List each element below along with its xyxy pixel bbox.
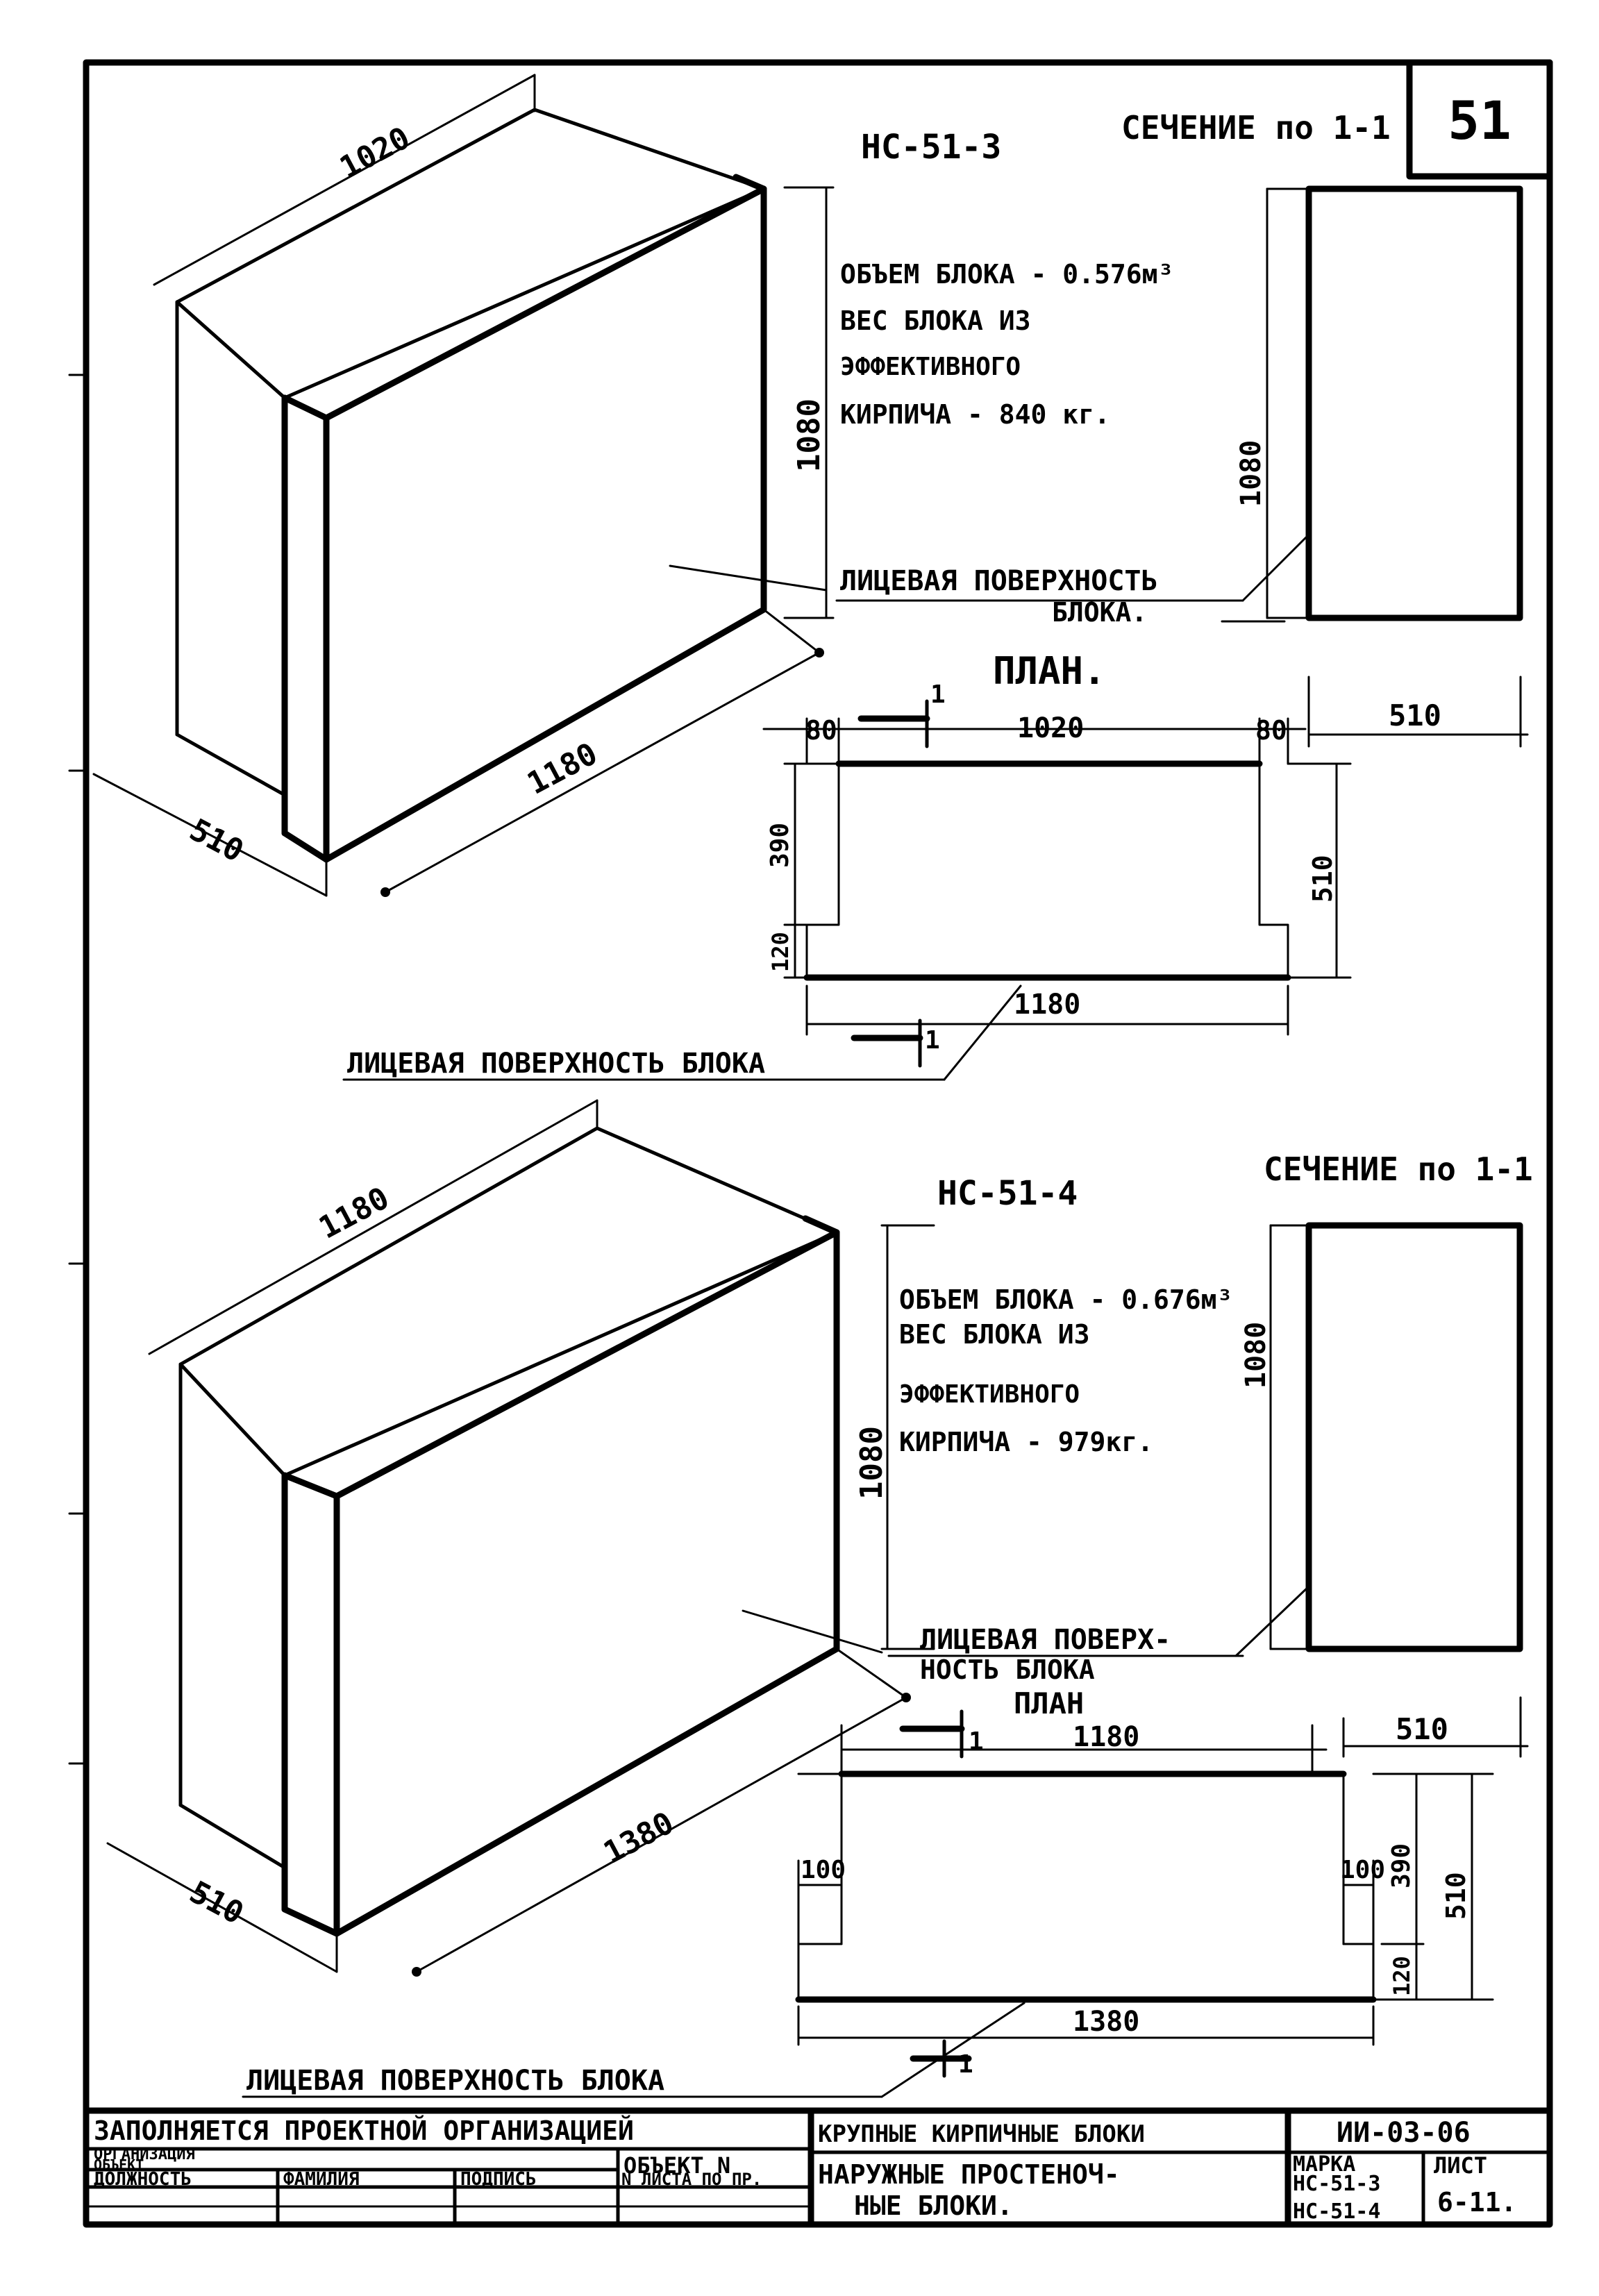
title-subtitle-1: НАРУЖНЫЕ ПРОСТЕНОЧ- (818, 2159, 1120, 2190)
block1-section-width: 510 (1389, 698, 1441, 732)
block1-facade-1: ЛИЦЕВАЯ ПОВЕРХНОСТЬ (840, 565, 1158, 597)
block2-weight-2: ЭФФЕКТИВНОГО (899, 1380, 1080, 1409)
title-mark-2: НС-51-4 (1293, 2199, 1380, 2224)
block2-section-height: 1080 (1240, 1322, 1272, 1389)
block2-section-title: СЕЧЕНИЕ по 1-1 (1264, 1150, 1533, 1188)
block2-weight-1: ВЕС БЛОКА ИЗ (899, 1319, 1090, 1350)
block1-plan-title: ПЛАН. (993, 649, 1106, 693)
block2-section-width: 510 (1396, 1712, 1448, 1746)
block1-plan-right: 80 (1255, 715, 1287, 746)
block1-iso-face: 1180 (521, 736, 603, 802)
title-subtitle-2: НЫЕ БЛОКИ. (854, 2190, 1013, 2221)
block2-isometric (106, 1099, 911, 1977)
block1-plan-back: 390 (766, 823, 794, 868)
block1-height-label: 1080 (792, 399, 827, 472)
block2-facade-1: ЛИЦЕВАЯ ПОВЕРХ- (920, 1624, 1171, 1656)
block2-plan-cut-top: 1 (969, 1727, 984, 1756)
block2-facade-leader (742, 1585, 1310, 1657)
title-main: КРУПНЫЕ КИРПИЧНЫЕ БЛОКИ (818, 2120, 1145, 2148)
block2-plan-total: 510 (1441, 1872, 1471, 1920)
block1-bottom-leader (342, 984, 1022, 1081)
block2-height-label: 1080 (854, 1426, 889, 1500)
block2-weight-3: КИРПИЧА - 979кг. (899, 1427, 1153, 1457)
title-object: ОБЪЕКТ (94, 2156, 144, 2173)
title-surname: ФАМИЛИЯ (283, 2169, 360, 2190)
block2-plan-right: 100 (1340, 1856, 1385, 1884)
block1-isometric (92, 74, 824, 897)
block2-plan (795, 1696, 1529, 2078)
title-block-grid (83, 2107, 1553, 2228)
block1-plan-front: 120 (767, 932, 794, 972)
block2-plan-top: 1180 (1073, 1721, 1139, 1753)
block1-section-height: 1080 (1235, 440, 1267, 507)
block1-plan (762, 676, 1529, 1068)
title-position: ДОЛЖНОСТЬ (94, 2169, 192, 2190)
title-mark-1: НС-51-3 (1293, 2172, 1380, 2196)
block1-facade-2: БЛОКА. (1052, 597, 1147, 628)
block1-brick-section (1266, 185, 1523, 621)
block2-plan-bottom: 1380 (1073, 2006, 1139, 2038)
block2-plan-cut-bottom: 1 (958, 2050, 973, 2079)
block1-facade-leader (669, 533, 1310, 623)
block2-plan-left: 100 (801, 1856, 846, 1884)
title-series: ИИ-03-06 (1337, 2117, 1471, 2149)
block1-iso-length: 1020 (334, 120, 416, 186)
title-signature: ПОДПИСЬ (460, 2169, 537, 2190)
block2-height-dim (880, 1224, 935, 1650)
block1-plan-left: 80 (805, 715, 837, 746)
title-sheet-no-project: N ЛИСТА ПО ПР. (621, 2170, 762, 2189)
block2-facade-bottom: ЛИЦЕВАЯ ПОВЕРХНОСТЬ БЛОКА (246, 2065, 664, 2097)
block1-section-title: СЕЧЕНИЕ по 1-1 (1121, 109, 1391, 146)
sheet-frame (68, 59, 1553, 2228)
block2-iso-length: 1180 (313, 1180, 395, 1246)
block1-plan-top: 1020 (1017, 712, 1084, 744)
title-sheet-label: ЛИСТ (1434, 2152, 1487, 2179)
block1-facade-bottom: ЛИЦЕВАЯ ПОВЕРХНОСТЬ БЛОКА (347, 1048, 765, 1080)
block1-plan-cut-top: 1 (930, 680, 946, 709)
block2-bottom-leader (242, 2002, 1025, 2098)
block1-weight-3: КИРПИЧА - 840 кг. (840, 399, 1110, 430)
block1-plan-cut-bottom: 1 (925, 1026, 940, 1055)
block1-volume: ОБЪЕМ БЛОКА - 0.576м³ (840, 259, 1173, 290)
block1-height-dim (783, 186, 835, 619)
block2-plan-front: 120 (1389, 1956, 1415, 1996)
block1-weight-1: ВЕС БЛОКА ИЗ (840, 305, 1031, 336)
block2-iso-face: 1380 (598, 1805, 680, 1871)
sheet-number: 51 (1448, 90, 1512, 151)
title-filled-by: ЗАПОЛНЯЕТСЯ ПРОЕКТНОЙ ОРГАНИЗАЦИЕЙ (94, 2115, 634, 2146)
title-sheet-value: 6-11. (1437, 2187, 1516, 2218)
block1-weight-2: ЭФФЕКТИВНОГО (840, 353, 1021, 381)
title-object-n: ОБЪЕКТ N (623, 2152, 730, 2179)
block1-plan-total: 510 (1307, 855, 1338, 903)
block2-brick-section (1269, 1222, 1523, 1652)
title-organization: ОРГАНИЗАЦИЯ (94, 2146, 195, 2163)
block2-iso-depth: 510 (184, 1875, 249, 1932)
block1-mark: НС-51-3 (861, 128, 1001, 167)
block2-volume: ОБЪЕМ БЛОКА - 0.676м³ (899, 1284, 1232, 1315)
block1-iso-depth: 510 (184, 812, 249, 869)
block1-plan-bottom: 1180 (1014, 989, 1080, 1021)
title-mark-label: МАРКА (1293, 2152, 1355, 2177)
block2-plan-title: ПЛАН (1014, 1686, 1084, 1720)
block2-mark: НС-51-4 (937, 1174, 1078, 1213)
block2-facade-2: НОСТЬ БЛОКА (920, 1654, 1095, 1685)
block2-plan-back: 390 (1387, 1843, 1416, 1888)
